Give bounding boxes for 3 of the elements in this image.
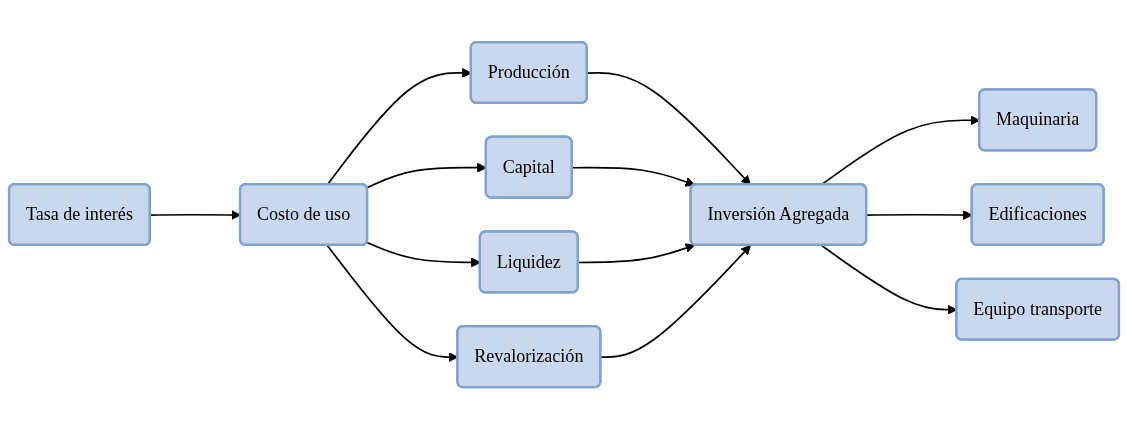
arrow xyxy=(571,166,696,187)
arrow xyxy=(600,245,751,358)
arrow xyxy=(577,243,696,264)
